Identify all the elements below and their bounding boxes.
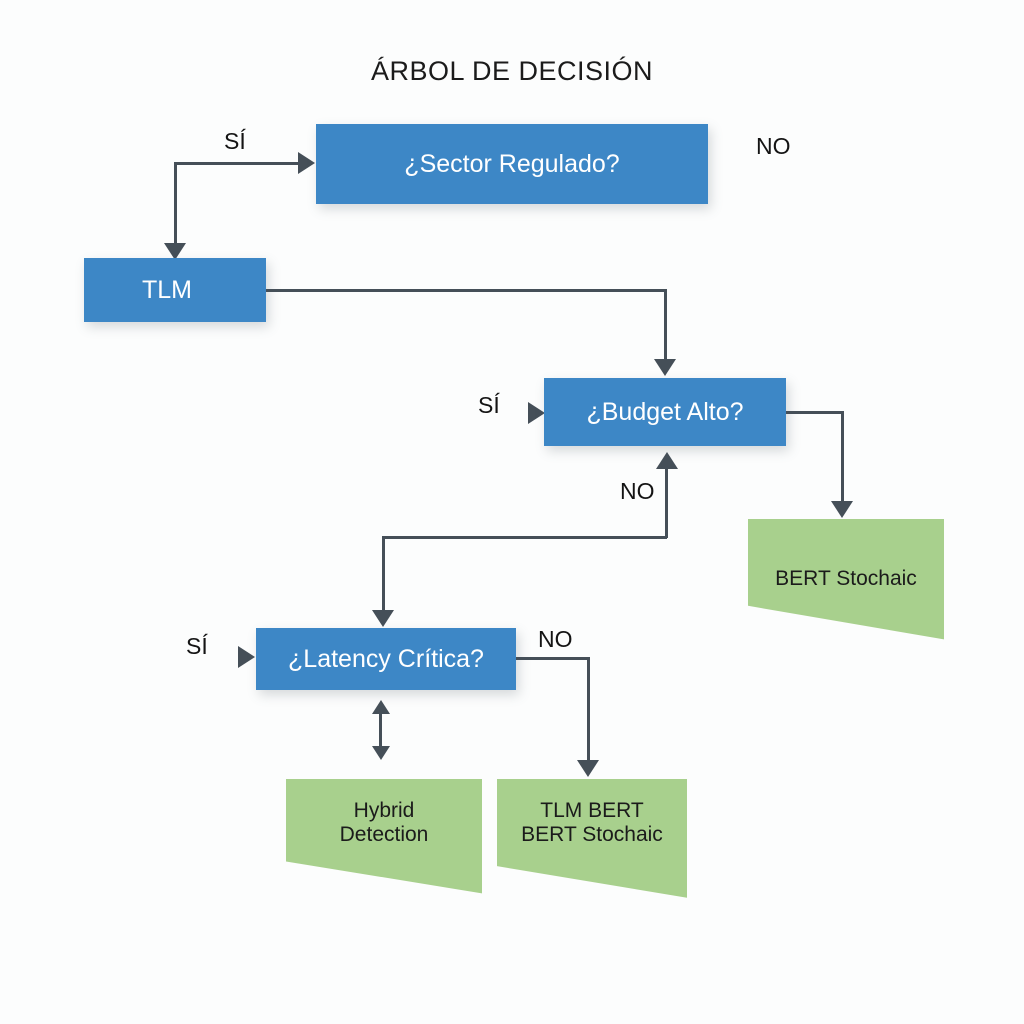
arrowhead-into-bert-stochaic [831,501,853,518]
edge-label-budget-si: SÍ [478,392,500,418]
arrowhead-into-budget-left [528,402,545,424]
edge-label-latency-no: NO [538,626,573,652]
node-tlm-label: TLM [142,275,192,304]
node-latency-critica-label: ¿Latency Crítica? [288,644,484,673]
node-hybrid-detection-label: Hybrid Detection [339,799,429,847]
node-tlm-bert-label: TLM BERT BERT Stochaic [521,799,663,847]
node-sector-regulado-label: ¿Sector Regulado? [404,149,620,178]
node-budget-alto[interactable]: ¿Budget Alto? [544,378,786,446]
node-bert-stochaic[interactable]: BERT Stochaic [748,519,944,640]
edge-sector-si-horizontal [174,162,300,165]
arrowhead-into-tlm-bert [577,760,599,777]
edge-budget-to-bert-horizontal [786,411,844,414]
node-tlm[interactable]: TLM [84,258,266,322]
arrowhead-latency-hybrid-down [372,746,390,760]
node-bert-stochaic-label: BERT Stochaic [775,567,917,590]
edge-label-sector-no: NO [756,133,791,159]
arrowhead-latency-hybrid-up [372,700,390,714]
edge-tlm-to-budget-horizontal [266,289,666,292]
node-sector-regulado[interactable]: ¿Sector Regulado? [316,124,708,204]
edge-budget-no-horizontal [382,536,667,539]
arrowhead-into-tlm [164,243,186,260]
edge-label-latency-si: SÍ [186,633,208,659]
node-budget-alto-label: ¿Budget Alto? [586,397,744,426]
arrowhead-into-budget-bottom [656,452,678,469]
edge-budget-to-bert-vertical [841,411,844,503]
arrowhead-into-sector [298,152,315,174]
node-latency-critica[interactable]: ¿Latency Crítica? [256,628,516,690]
edge-latency-no-horizontal [516,657,590,660]
node-hybrid-detection[interactable]: Hybrid Detection [286,779,482,894]
edge-label-budget-no: NO [620,478,655,504]
edge-budget-no-vertical-upper [665,466,668,538]
edge-label-sector-si: SÍ [224,128,246,154]
arrowhead-into-budget-top [654,359,676,376]
edge-budget-no-vertical-lower [382,536,385,612]
page-title: ÁRBOL DE DECISIÓN [370,56,654,86]
edge-latency-no-vertical [587,657,590,762]
arrowhead-into-latency-left [238,646,255,668]
arrowhead-into-latency-top [372,610,394,627]
edge-sector-si-vertical [174,163,177,251]
node-tlm-bert[interactable]: TLM BERT BERT Stochaic [497,779,687,898]
edge-latency-to-hybrid [379,712,382,748]
edge-tlm-to-budget-vertical [664,289,667,361]
